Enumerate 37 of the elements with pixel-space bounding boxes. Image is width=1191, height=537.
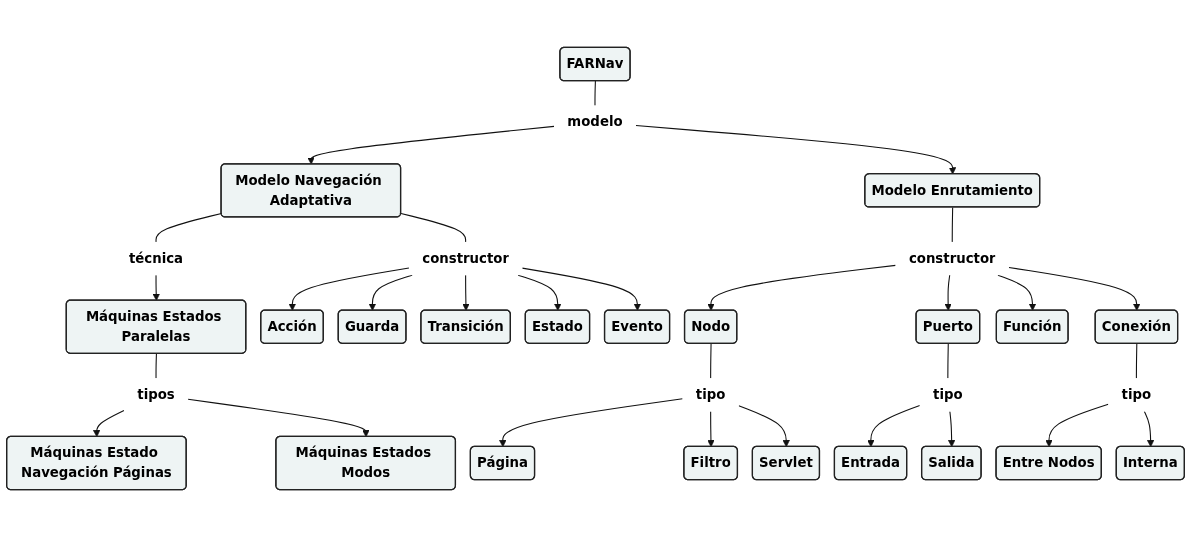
arrow xyxy=(499,398,684,448)
node-text: tipo xyxy=(1121,386,1152,403)
arrow xyxy=(1143,410,1155,448)
arrow xyxy=(707,264,897,311)
arrow xyxy=(307,125,555,165)
node-text: modelo xyxy=(567,113,623,130)
connector xyxy=(947,343,949,379)
connector xyxy=(1135,343,1138,379)
arrow xyxy=(1045,403,1109,448)
arrow xyxy=(152,274,160,301)
arrow xyxy=(187,398,370,438)
arrow xyxy=(288,267,410,311)
arrow xyxy=(368,274,413,311)
arrow xyxy=(517,274,562,311)
arrow xyxy=(738,405,790,448)
arrow xyxy=(707,410,715,448)
arrow xyxy=(462,274,470,311)
arrow xyxy=(1008,266,1141,311)
arrow xyxy=(92,409,125,438)
arrow xyxy=(997,274,1037,311)
node-text: tipo xyxy=(695,386,726,403)
connector xyxy=(155,212,222,243)
arrow xyxy=(867,404,921,448)
connector xyxy=(400,212,467,243)
node-text: constructor xyxy=(908,250,996,267)
arrow xyxy=(635,125,957,175)
connector xyxy=(710,343,712,379)
connector xyxy=(155,353,157,379)
node-text: tipos xyxy=(137,386,175,403)
arrow xyxy=(521,267,641,311)
connector xyxy=(951,206,954,243)
arrow xyxy=(944,274,952,311)
connector xyxy=(594,80,596,107)
node-text: tipo xyxy=(933,386,963,403)
node-text: técnica xyxy=(128,250,184,267)
arrow xyxy=(948,410,956,448)
node-text: constructor xyxy=(422,250,509,267)
